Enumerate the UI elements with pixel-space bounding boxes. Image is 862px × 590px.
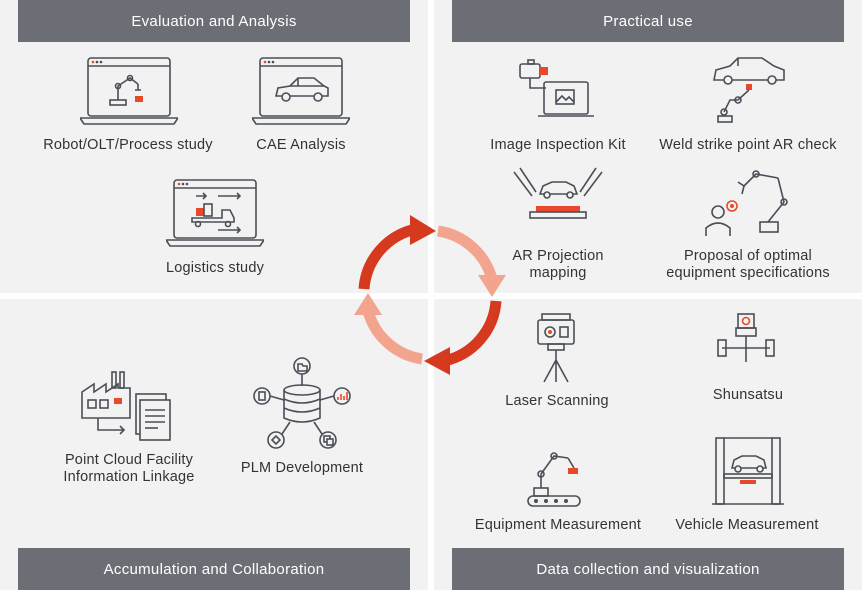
data-collection-banner: Data collection and visualization <box>452 548 844 590</box>
robot-study-label: Robot/OLT/Process study <box>43 137 213 153</box>
image-inspection-label: Image Inspection Kit <box>490 137 626 153</box>
projection-car-icon <box>510 166 606 232</box>
proposal-label: Proposal of optimal equipment specificat… <box>666 248 830 281</box>
point-cloud-label: Point Cloud Facility Information Linkage <box>63 452 195 485</box>
practical-banner: Practical use <box>452 0 844 42</box>
laser-scanning-label: Laser Scanning <box>505 393 609 409</box>
camera-monitor-icon <box>516 58 596 128</box>
vehicle-measurement-label: Vehicle Measurement <box>675 517 819 533</box>
evaluation-panel <box>0 0 428 293</box>
laptop-forklift-icon <box>166 178 264 250</box>
weld-check-label: Weld strike point AR check <box>659 137 837 153</box>
laptop-robot-arm-icon <box>80 56 178 128</box>
accumulation-banner: Accumulation and Collaboration <box>18 548 410 590</box>
equipment-measurement-label: Equipment Measurement <box>474 517 642 533</box>
robot-welding-car-icon <box>710 56 790 126</box>
engineer-robot-icon <box>704 166 794 238</box>
cae-analysis-label: CAE Analysis <box>256 137 346 153</box>
accumulation-panel <box>0 299 428 590</box>
cycle-arrow-practical-icon <box>437 225 506 297</box>
measuring-arm-icon <box>520 448 592 512</box>
cycle-arrow-data-collection-icon <box>424 300 502 375</box>
ar-projection-label: AR Projection mapping <box>512 248 604 281</box>
shunsatsu-device-icon <box>714 312 778 368</box>
practical-panel <box>434 0 862 293</box>
laser-scanner-icon <box>528 312 584 384</box>
cycle-arrow-evaluation-icon <box>358 215 436 290</box>
laptop-car-icon <box>252 56 350 128</box>
shunsatsu-label: Shunsatsu <box>712 387 784 403</box>
vehicle-lift-icon <box>712 436 784 508</box>
database-network-icon <box>250 356 354 452</box>
logistics-study-label: Logistics study <box>165 260 265 276</box>
plm-development-label: PLM Development <box>240 460 364 476</box>
cycle-arrow-accumulation-icon <box>354 293 423 365</box>
data-collection-panel <box>434 299 862 590</box>
factory-documents-icon <box>78 370 178 446</box>
cycle-arrows <box>350 215 510 375</box>
evaluation-banner: Evaluation and Analysis <box>18 0 410 42</box>
